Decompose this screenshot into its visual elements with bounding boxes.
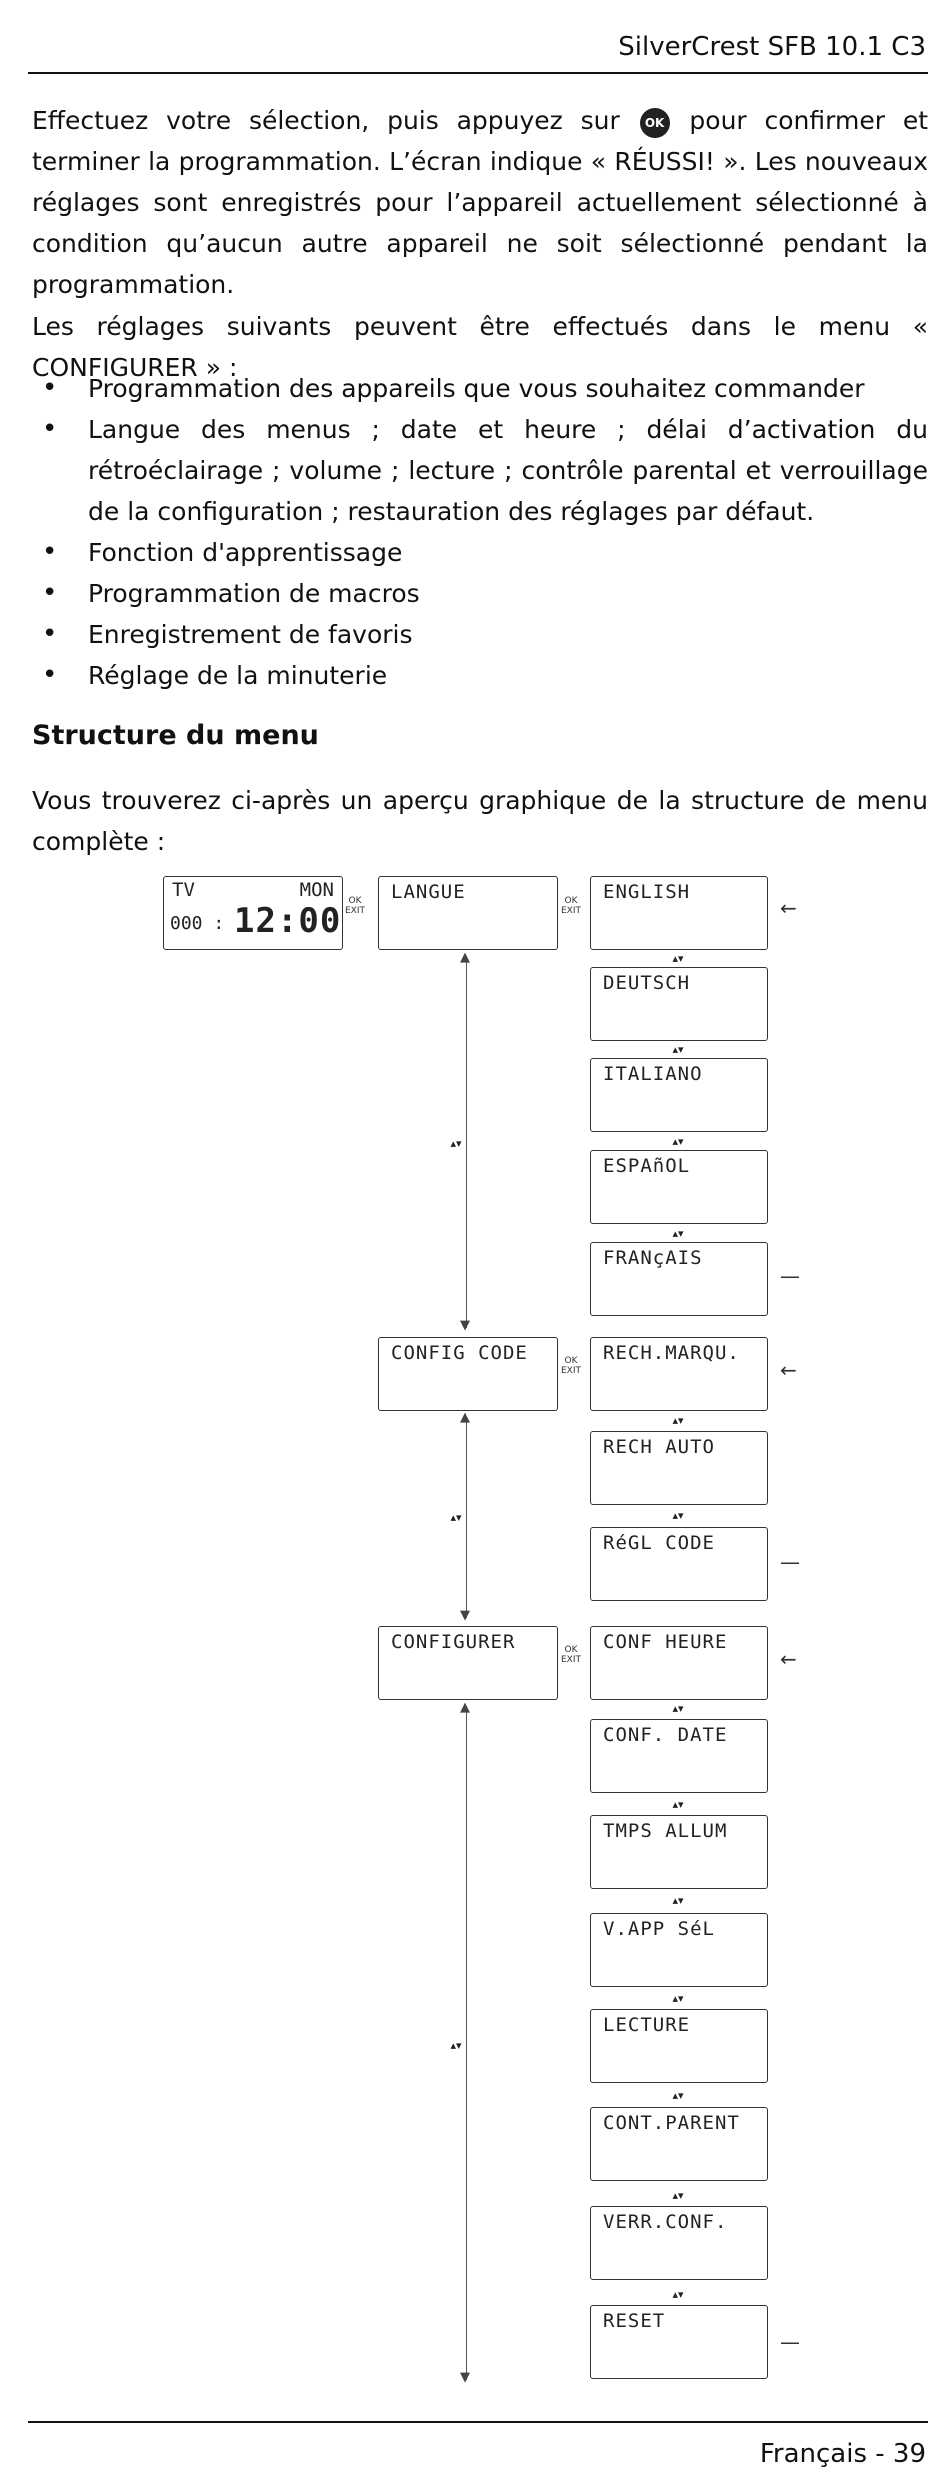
- nav-arrows: ▴▾: [672, 1227, 684, 1240]
- submenu-item: ENGLISH: [590, 876, 768, 950]
- remote-display: TV MON 000 : 12:00: [163, 876, 343, 950]
- nav-arrows: ▴▾: [672, 2288, 684, 2301]
- arrow-up-tip: ▲: [460, 950, 470, 965]
- settings-bullet-list: Programmation des appareils que vous sou…: [32, 368, 928, 696]
- back-arrow-icon: ←: [780, 896, 797, 920]
- arrow-up-tip: ▲: [460, 1410, 470, 1425]
- bullet-item: Programmation des appareils que vous sou…: [32, 368, 928, 409]
- bullet-item: Fonction d'apprentissage: [32, 532, 928, 573]
- back-arrow-icon: ←: [780, 1647, 797, 1671]
- nav-arrows: ▴▾: [672, 2189, 684, 2202]
- nav-arrows: ▴▾: [672, 1702, 684, 1715]
- nav-arrows: ▴▾: [672, 1135, 684, 1148]
- remote-day: MON: [299, 879, 334, 901]
- bullet-item: Programmation de macros: [32, 573, 928, 614]
- nav-arrows: ▴▾: [450, 1511, 462, 1524]
- arrow-up-tip: ▲: [460, 1700, 470, 1715]
- end-marker: —: [780, 2330, 800, 2354]
- end-marker: —: [780, 1264, 800, 1288]
- remote-number: 000 :: [170, 913, 225, 934]
- intro-paragraph: Effectuez votre sélection, puis appuyez …: [32, 100, 928, 305]
- connector-line: [466, 1710, 467, 2380]
- nav-arrows: ▴▾: [672, 1509, 684, 1522]
- nav-arrows: ▴▾: [672, 1894, 684, 1907]
- connector-line: [466, 960, 467, 1328]
- menu-configurer: CONFIGURER: [378, 1626, 558, 1700]
- submenu-item: RECH.MARQU.: [590, 1337, 768, 1411]
- submenu-item: RESET: [590, 2305, 768, 2379]
- nav-arrows: ▴▾: [672, 1414, 684, 1427]
- page-header: SilverCrest SFB 10.1 C3: [28, 30, 928, 74]
- back-arrow-icon: ←: [780, 1358, 797, 1382]
- remote-time: 12:00: [234, 901, 342, 941]
- end-marker: —: [780, 1550, 800, 1574]
- page-footer: Français - 39: [28, 2421, 928, 2469]
- intro-text-after: pour confirmer et terminer la programmat…: [32, 106, 928, 299]
- submenu-item: RECH AUTO: [590, 1431, 768, 1505]
- nav-arrows: ▴▾: [450, 2039, 462, 2052]
- arrow-down-tip: ▼: [460, 1318, 470, 1333]
- page-number: Français - 39: [759, 2439, 926, 2469]
- nav-arrows: ▴▾: [672, 2089, 684, 2102]
- nav-arrows: ▴▾: [672, 1798, 684, 1811]
- submenu-item: RéGL CODE: [590, 1527, 768, 1601]
- submenu-item: DEUTSCH: [590, 967, 768, 1041]
- submenu-item: FRANçAIS: [590, 1242, 768, 1316]
- menu-config-code: CONFIG CODE: [378, 1337, 558, 1411]
- connector-line: [466, 1420, 467, 1618]
- submenu-item: TMPS ALLUM: [590, 1815, 768, 1889]
- remote-mode: TV: [172, 879, 195, 901]
- nav-arrows: ▴▾: [450, 1137, 462, 1150]
- ok-button-icon: OK: [639, 108, 670, 138]
- menu-overview-paragraph: Vous trouverez ci-après un aperçu graphi…: [32, 786, 928, 856]
- submenu-item: LECTURE: [590, 2009, 768, 2083]
- bullet-item: Réglage de la minuterie: [32, 655, 928, 696]
- nav-arrows: ▴▾: [672, 1992, 684, 2005]
- section-heading: Structure du menu: [32, 720, 319, 751]
- submenu-item: CONT.PARENT: [590, 2107, 768, 2181]
- intro-text-before: Effectuez votre sélection, puis appuyez …: [32, 106, 638, 135]
- submenu-item: CONF HEURE: [590, 1626, 768, 1700]
- nav-arrows: ▴▾: [672, 952, 684, 965]
- submenu-item: VERR.CONF.: [590, 2206, 768, 2280]
- arrow-down-tip: ▼: [460, 2370, 470, 2385]
- menu-langue: LANGUE: [378, 876, 558, 950]
- bullet-item: Langue des menus ; date et heure ; délai…: [32, 409, 928, 532]
- submenu-item: ITALIANO: [590, 1058, 768, 1132]
- arrow-down-tip: ▼: [460, 1608, 470, 1623]
- submenu-item: CONF. DATE: [590, 1719, 768, 1793]
- document-title: SilverCrest SFB 10.1 C3: [618, 32, 926, 62]
- submenu-item: ESPAñOL: [590, 1150, 768, 1224]
- nav-arrows: ▴▾: [672, 1043, 684, 1056]
- submenu-item: V.APP SéL: [590, 1913, 768, 1987]
- bullet-item: Enregistrement de favoris: [32, 614, 928, 655]
